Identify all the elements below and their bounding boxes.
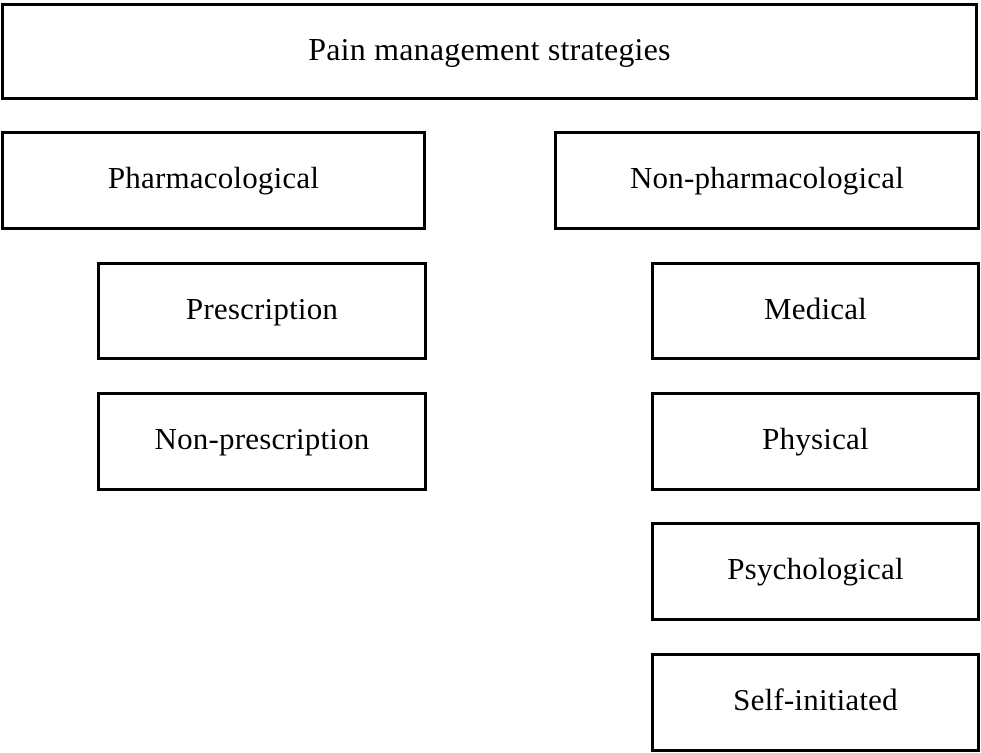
node-label: Pain management strategies (308, 30, 671, 67)
node-prescription[interactable]: Prescription (97, 262, 427, 360)
node-non-prescription[interactable]: Non-prescription (97, 392, 427, 491)
node-psychological[interactable]: Psychological (651, 522, 980, 621)
node-label: Pharmacological (107, 160, 320, 196)
node-pharmacological[interactable]: Pharmacological (1, 131, 426, 230)
node-label: Non-pharmacological (629, 160, 905, 196)
node-self-initiated[interactable]: Self-initiated (651, 653, 980, 752)
node-medical[interactable]: Medical (651, 262, 980, 360)
node-label: Psychological (727, 551, 904, 587)
node-label: Non-prescription (154, 421, 370, 457)
node-physical[interactable]: Physical (651, 392, 980, 491)
node-label: Prescription (185, 290, 339, 326)
node-label: Physical (762, 421, 869, 457)
node-non-pharmacological[interactable]: Non-pharmacological (554, 131, 980, 230)
node-label: Medical (764, 290, 867, 326)
node-label: Self-initiated (733, 682, 898, 718)
node-pain-management-strategies[interactable]: Pain management strategies (1, 3, 978, 100)
